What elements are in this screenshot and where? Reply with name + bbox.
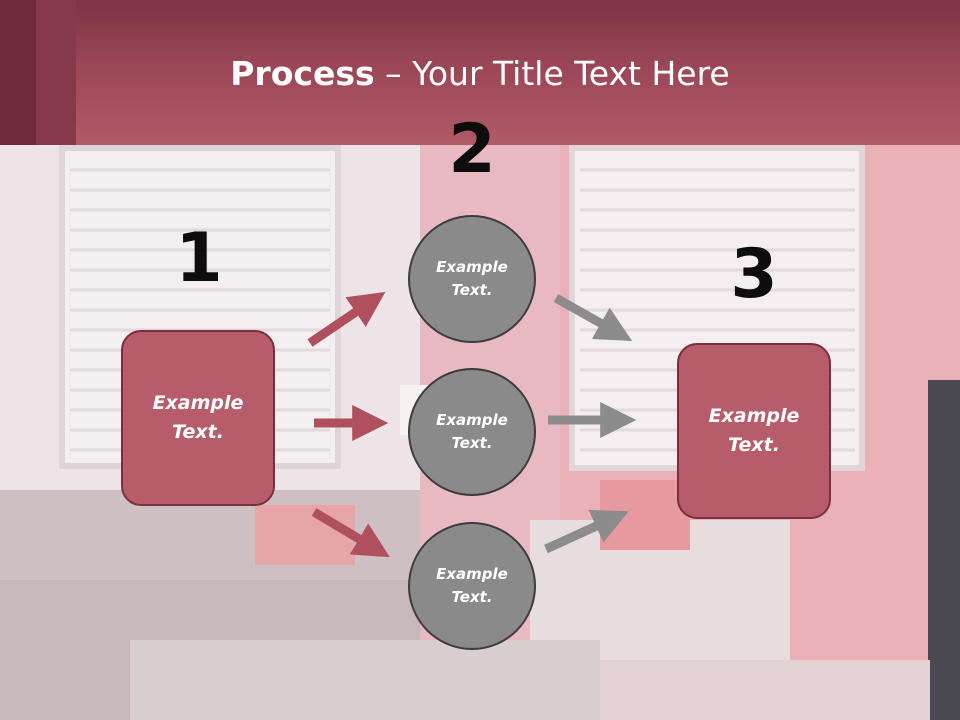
step-number-3: 3 bbox=[730, 235, 778, 314]
title-bar bbox=[0, 0, 960, 145]
step-1-box[interactable]: Example Text. bbox=[121, 330, 275, 506]
step-3-box[interactable]: Example Text. bbox=[677, 343, 831, 519]
circle-middle-text: Example Text. bbox=[436, 411, 508, 452]
header-accent-strip bbox=[36, 0, 76, 145]
step-number-1: 1 bbox=[175, 219, 223, 298]
header-accent-left bbox=[0, 0, 36, 145]
step-1-text: Example Text. bbox=[152, 392, 244, 443]
step-number-2: 2 bbox=[448, 110, 496, 189]
title-bold-text: Process bbox=[230, 54, 375, 93]
circle-bottom-text: Example Text. bbox=[436, 565, 508, 606]
circle-top-text: Example Text. bbox=[436, 258, 508, 299]
title-rest-text: – Your Title Text Here bbox=[374, 54, 730, 93]
circle-middle[interactable]: Example Text. bbox=[408, 368, 536, 496]
circle-bottom[interactable]: Example Text. bbox=[408, 522, 536, 650]
circle-top[interactable]: Example Text. bbox=[408, 215, 536, 343]
step-3-text: Example Text. bbox=[708, 405, 800, 456]
slide-title[interactable]: Process – Your Title Text Here bbox=[0, 54, 960, 94]
